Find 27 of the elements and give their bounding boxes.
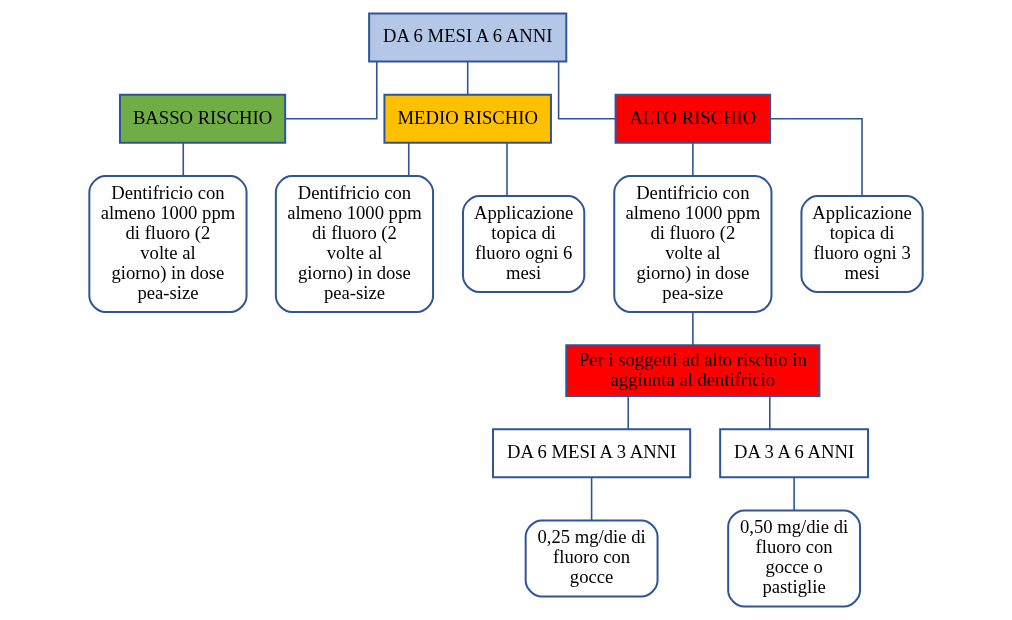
node-box: 0,50 mg/die di fluoro con gocce o pastiglie xyxy=(727,509,862,608)
connector xyxy=(182,142,185,177)
connector xyxy=(793,476,795,511)
connector xyxy=(590,476,593,521)
connector xyxy=(692,142,694,177)
node-box: DA 6 MESI A 6 ANNI xyxy=(368,12,568,63)
connector xyxy=(769,118,863,197)
connector xyxy=(557,61,617,120)
connector xyxy=(627,395,630,430)
node-box: Per i soggetti ad alto rischio in aggiunta al dentifricio xyxy=(565,344,821,397)
node-box: Dentifricio con almeno 1000 ppm di fluoro (2 volte al giorno) in dose pea-size xyxy=(274,175,435,313)
connector xyxy=(769,395,771,430)
connector xyxy=(466,61,469,96)
node-box: DA 6 MESI A 3 ANNI xyxy=(492,428,692,479)
node-box: Dentifricio con almeno 1000 ppm di fluoro (2 volte al giorno) in dose pea-size xyxy=(88,175,248,313)
node-box: MEDIO RISCHIO xyxy=(383,93,552,144)
node-box: 0,25 mg/die di fluoro con gocce xyxy=(524,519,659,598)
node-box: ALTO RISCHIO xyxy=(614,93,772,144)
node-box: BASSO RISCHIO xyxy=(118,93,287,144)
node-box: Applicazione topica di fluoro ogni 3 mesi xyxy=(800,195,924,293)
node-box: Dentifricio con almeno 1000 ppm di fluoro (2 volte al giorno) in dose pea-size xyxy=(613,175,773,313)
connector xyxy=(692,311,694,346)
connector xyxy=(284,61,378,120)
node-box: Applicazione topica di fluoro ogni 6 mesi xyxy=(462,195,586,293)
connector xyxy=(407,142,410,177)
connector xyxy=(506,142,508,197)
node-box: DA 3 A 6 ANNI xyxy=(719,428,870,479)
